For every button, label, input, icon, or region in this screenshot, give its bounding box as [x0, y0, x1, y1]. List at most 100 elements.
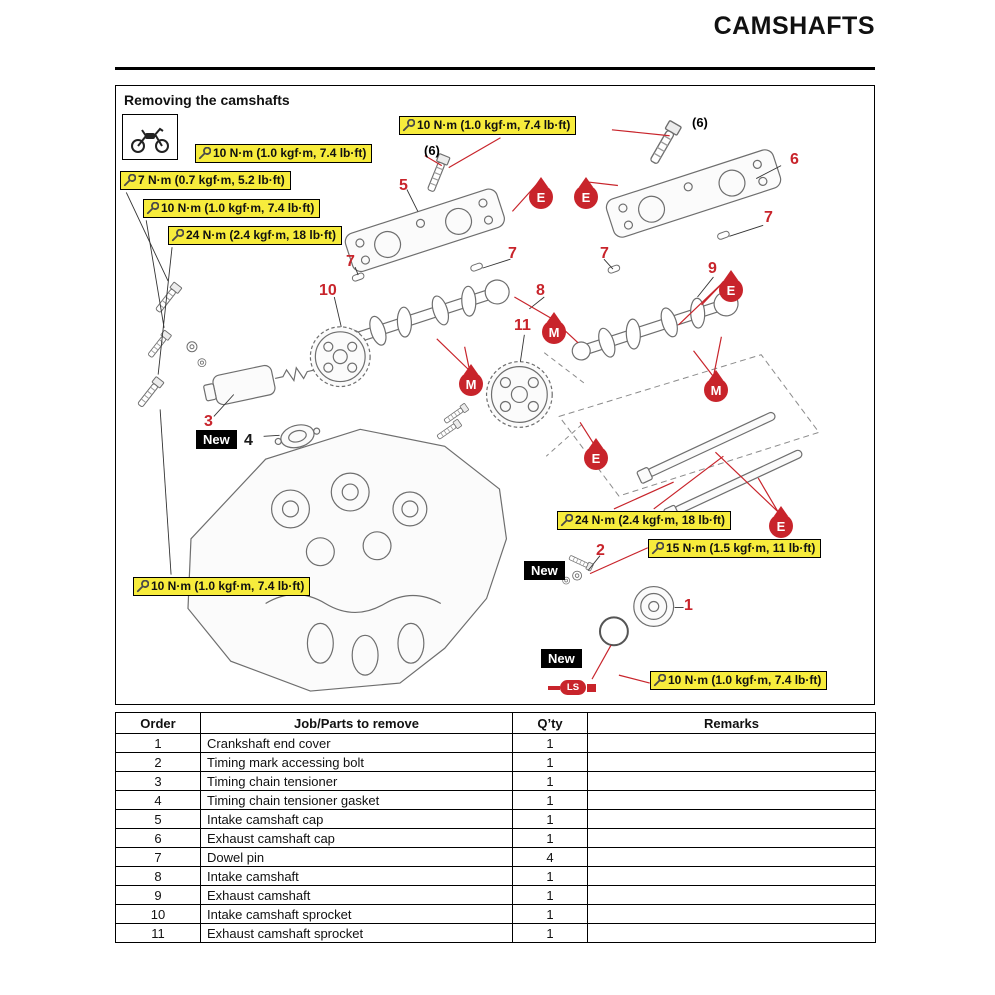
job-cell: Intake camshaft sprocket [200, 904, 513, 924]
torque-label: 7 N·m (0.7 kgf·m, 5.2 lb·ft) [120, 171, 291, 190]
wrench-icon [171, 229, 184, 242]
job-cell: Intake camshaft [200, 866, 513, 886]
remarks-cell [587, 809, 876, 829]
wrench-icon [146, 202, 159, 215]
callout-2: 2 [596, 542, 605, 559]
order-header: Order [115, 712, 201, 734]
remarks-cell [587, 847, 876, 867]
qty-note: (6) [692, 115, 708, 130]
callout-7: 7 [508, 245, 517, 262]
torque-text: 10 N·m (1.0 kgf·m, 7.4 lb·ft) [668, 673, 822, 687]
torque-text: 24 N·m (2.4 kgf·m, 18 lb·ft) [575, 513, 726, 527]
torque-text: 10 N·m (1.0 kgf·m, 7.4 lb·ft) [161, 201, 315, 215]
torque-text: 10 N·m (1.0 kgf·m, 7.4 lb·ft) [151, 579, 305, 593]
qty-cell: 1 [512, 752, 588, 772]
job-cell: Exhaust camshaft cap [200, 828, 513, 848]
torque-text: 24 N·m (2.4 kgf·m, 18 lb·ft) [186, 228, 337, 242]
order-cell: 7 [115, 847, 201, 867]
page-title: CAMSHAFTS [713, 12, 875, 40]
motorcycle-icon [122, 114, 178, 160]
qty-cell: 1 [512, 885, 588, 905]
callout-4: 4 [244, 432, 253, 449]
remarks-cell [587, 904, 876, 924]
job-cell: Timing chain tensioner gasket [200, 790, 513, 810]
torque-label: 10 N·m (1.0 kgf·m, 7.4 lb·ft) [143, 199, 321, 218]
grease-nozzle [548, 685, 560, 690]
remarks-cell [587, 733, 876, 753]
torque-label: 10 N·m (1.0 kgf·m, 7.4 lb·ft) [133, 577, 311, 596]
new-tag: New [541, 649, 582, 668]
callout-7: 7 [764, 209, 773, 226]
engine-oil-symbol: E [574, 185, 598, 209]
moly-oil-symbol: M [542, 320, 566, 344]
remarks-cell [587, 866, 876, 886]
order-cell: 8 [115, 866, 201, 886]
callout-3: 3 [204, 413, 213, 430]
order-cell: 9 [115, 885, 201, 905]
engine-oil-symbol: E [769, 514, 793, 538]
moly-oil-symbol: M [704, 378, 728, 402]
order-cell: 3 [115, 771, 201, 791]
qty-cell: 1 [512, 733, 588, 753]
job-cell: Exhaust camshaft sprocket [200, 923, 513, 943]
order-cell: 5 [115, 809, 201, 829]
job-cell: Timing chain tensioner [200, 771, 513, 791]
remarks-cell [587, 828, 876, 848]
torque-label: 15 N·m (1.5 kgf·m, 11 lb·ft) [648, 539, 822, 558]
job-header: Job/Parts to remove [200, 712, 513, 734]
grease-label: LS [560, 680, 586, 695]
table-header-row: Order Job/Parts to remove Q’ty Remarks [115, 712, 876, 734]
qty-cell: 1 [512, 923, 588, 943]
moly-oil-symbol: M [459, 372, 483, 396]
torque-text: 10 N·m (1.0 kgf·m, 7.4 lb·ft) [213, 146, 367, 160]
wrench-icon [651, 542, 664, 555]
torque-label: 24 N·m (2.4 kgf·m, 18 lb·ft) [557, 511, 732, 530]
parts-table: Order Job/Parts to remove Q’ty Remarks 1… [115, 712, 876, 943]
torque-label: 24 N·m (2.4 kgf·m, 18 lb·ft) [168, 226, 343, 245]
remarks-header: Remarks [587, 712, 876, 734]
job-cell: Dowel pin [200, 847, 513, 867]
torque-text: 10 N·m (1.0 kgf·m, 7.4 lb·ft) [417, 118, 571, 132]
engine-oil-symbol: E [584, 446, 608, 470]
remarks-cell [587, 771, 876, 791]
order-cell: 2 [115, 752, 201, 772]
qty-header: Q’ty [512, 712, 588, 734]
wrench-icon [198, 147, 211, 160]
diagram-caption: Removing the camshafts [124, 92, 290, 108]
qty-cell: 1 [512, 904, 588, 924]
engine-oil-symbol: E [719, 278, 743, 302]
job-cell: Exhaust camshaft [200, 885, 513, 905]
wrench-icon [136, 580, 149, 593]
wrench-icon [123, 174, 136, 187]
wrench-icon [402, 119, 415, 132]
remarks-cell [587, 885, 876, 905]
callout-6: 6 [790, 151, 799, 168]
job-cell: Intake camshaft cap [200, 809, 513, 829]
title-rule [115, 67, 875, 70]
remarks-cell [587, 790, 876, 810]
order-cell: 4 [115, 790, 201, 810]
torque-text: 7 N·m (0.7 kgf·m, 5.2 lb·ft) [138, 173, 285, 187]
diagram-panel: Removing the camshafts [115, 85, 875, 705]
callout-7: 7 [600, 245, 609, 262]
callout-1: 1 [684, 597, 693, 614]
torque-label: 10 N·m (1.0 kgf·m, 7.4 lb·ft) [650, 671, 828, 690]
torque-text: 15 N·m (1.5 kgf·m, 11 lb·ft) [666, 541, 816, 555]
qty-note: (6) [424, 143, 440, 158]
torque-label: 10 N·m (1.0 kgf·m, 7.4 lb·ft) [195, 144, 373, 163]
callout-10: 10 [319, 282, 337, 299]
qty-cell: 4 [512, 847, 588, 867]
qty-cell: 1 [512, 790, 588, 810]
remarks-cell [587, 752, 876, 772]
callout-11: 11 [514, 317, 531, 334]
order-cell: 1 [115, 733, 201, 753]
